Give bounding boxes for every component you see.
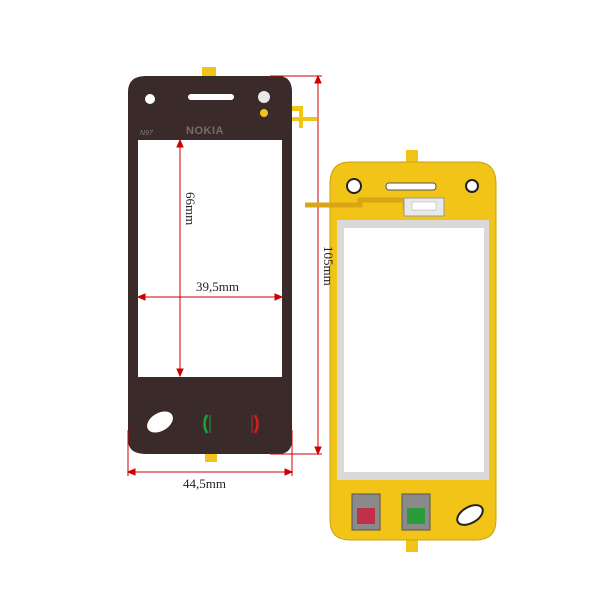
total-height-label: 105mm (321, 246, 336, 286)
sensor-hole (145, 94, 155, 104)
display-window (138, 140, 282, 377)
back-display-window (344, 228, 484, 472)
back-top-tab (406, 150, 418, 164)
side-flex-tab (291, 106, 303, 111)
back-hole-right (465, 179, 479, 193)
brand-logo: NOKIA (186, 125, 224, 137)
screen-height-label: 66mm (183, 192, 198, 226)
bottom-tab (205, 452, 217, 462)
model-label: N97 (140, 130, 153, 137)
call-key-icon (203, 414, 209, 434)
front-touch-panel (128, 67, 317, 462)
oval-hole (147, 411, 173, 433)
total-width-label: 44,5mm (183, 476, 226, 491)
back-oval-hole (456, 504, 484, 526)
back-speaker-slot (385, 182, 437, 191)
back-bottom-tab (406, 538, 418, 552)
top-tab (202, 67, 216, 77)
dimension-lines (126, 74, 322, 476)
screen-width-label: 39,5mm (196, 279, 239, 294)
small-sensor (260, 109, 268, 117)
speaker-slot (188, 94, 234, 100)
camera-hole (258, 91, 270, 103)
end-key-icon (253, 414, 259, 434)
back-touch-panel (305, 150, 497, 552)
back-hole-left (346, 178, 362, 194)
